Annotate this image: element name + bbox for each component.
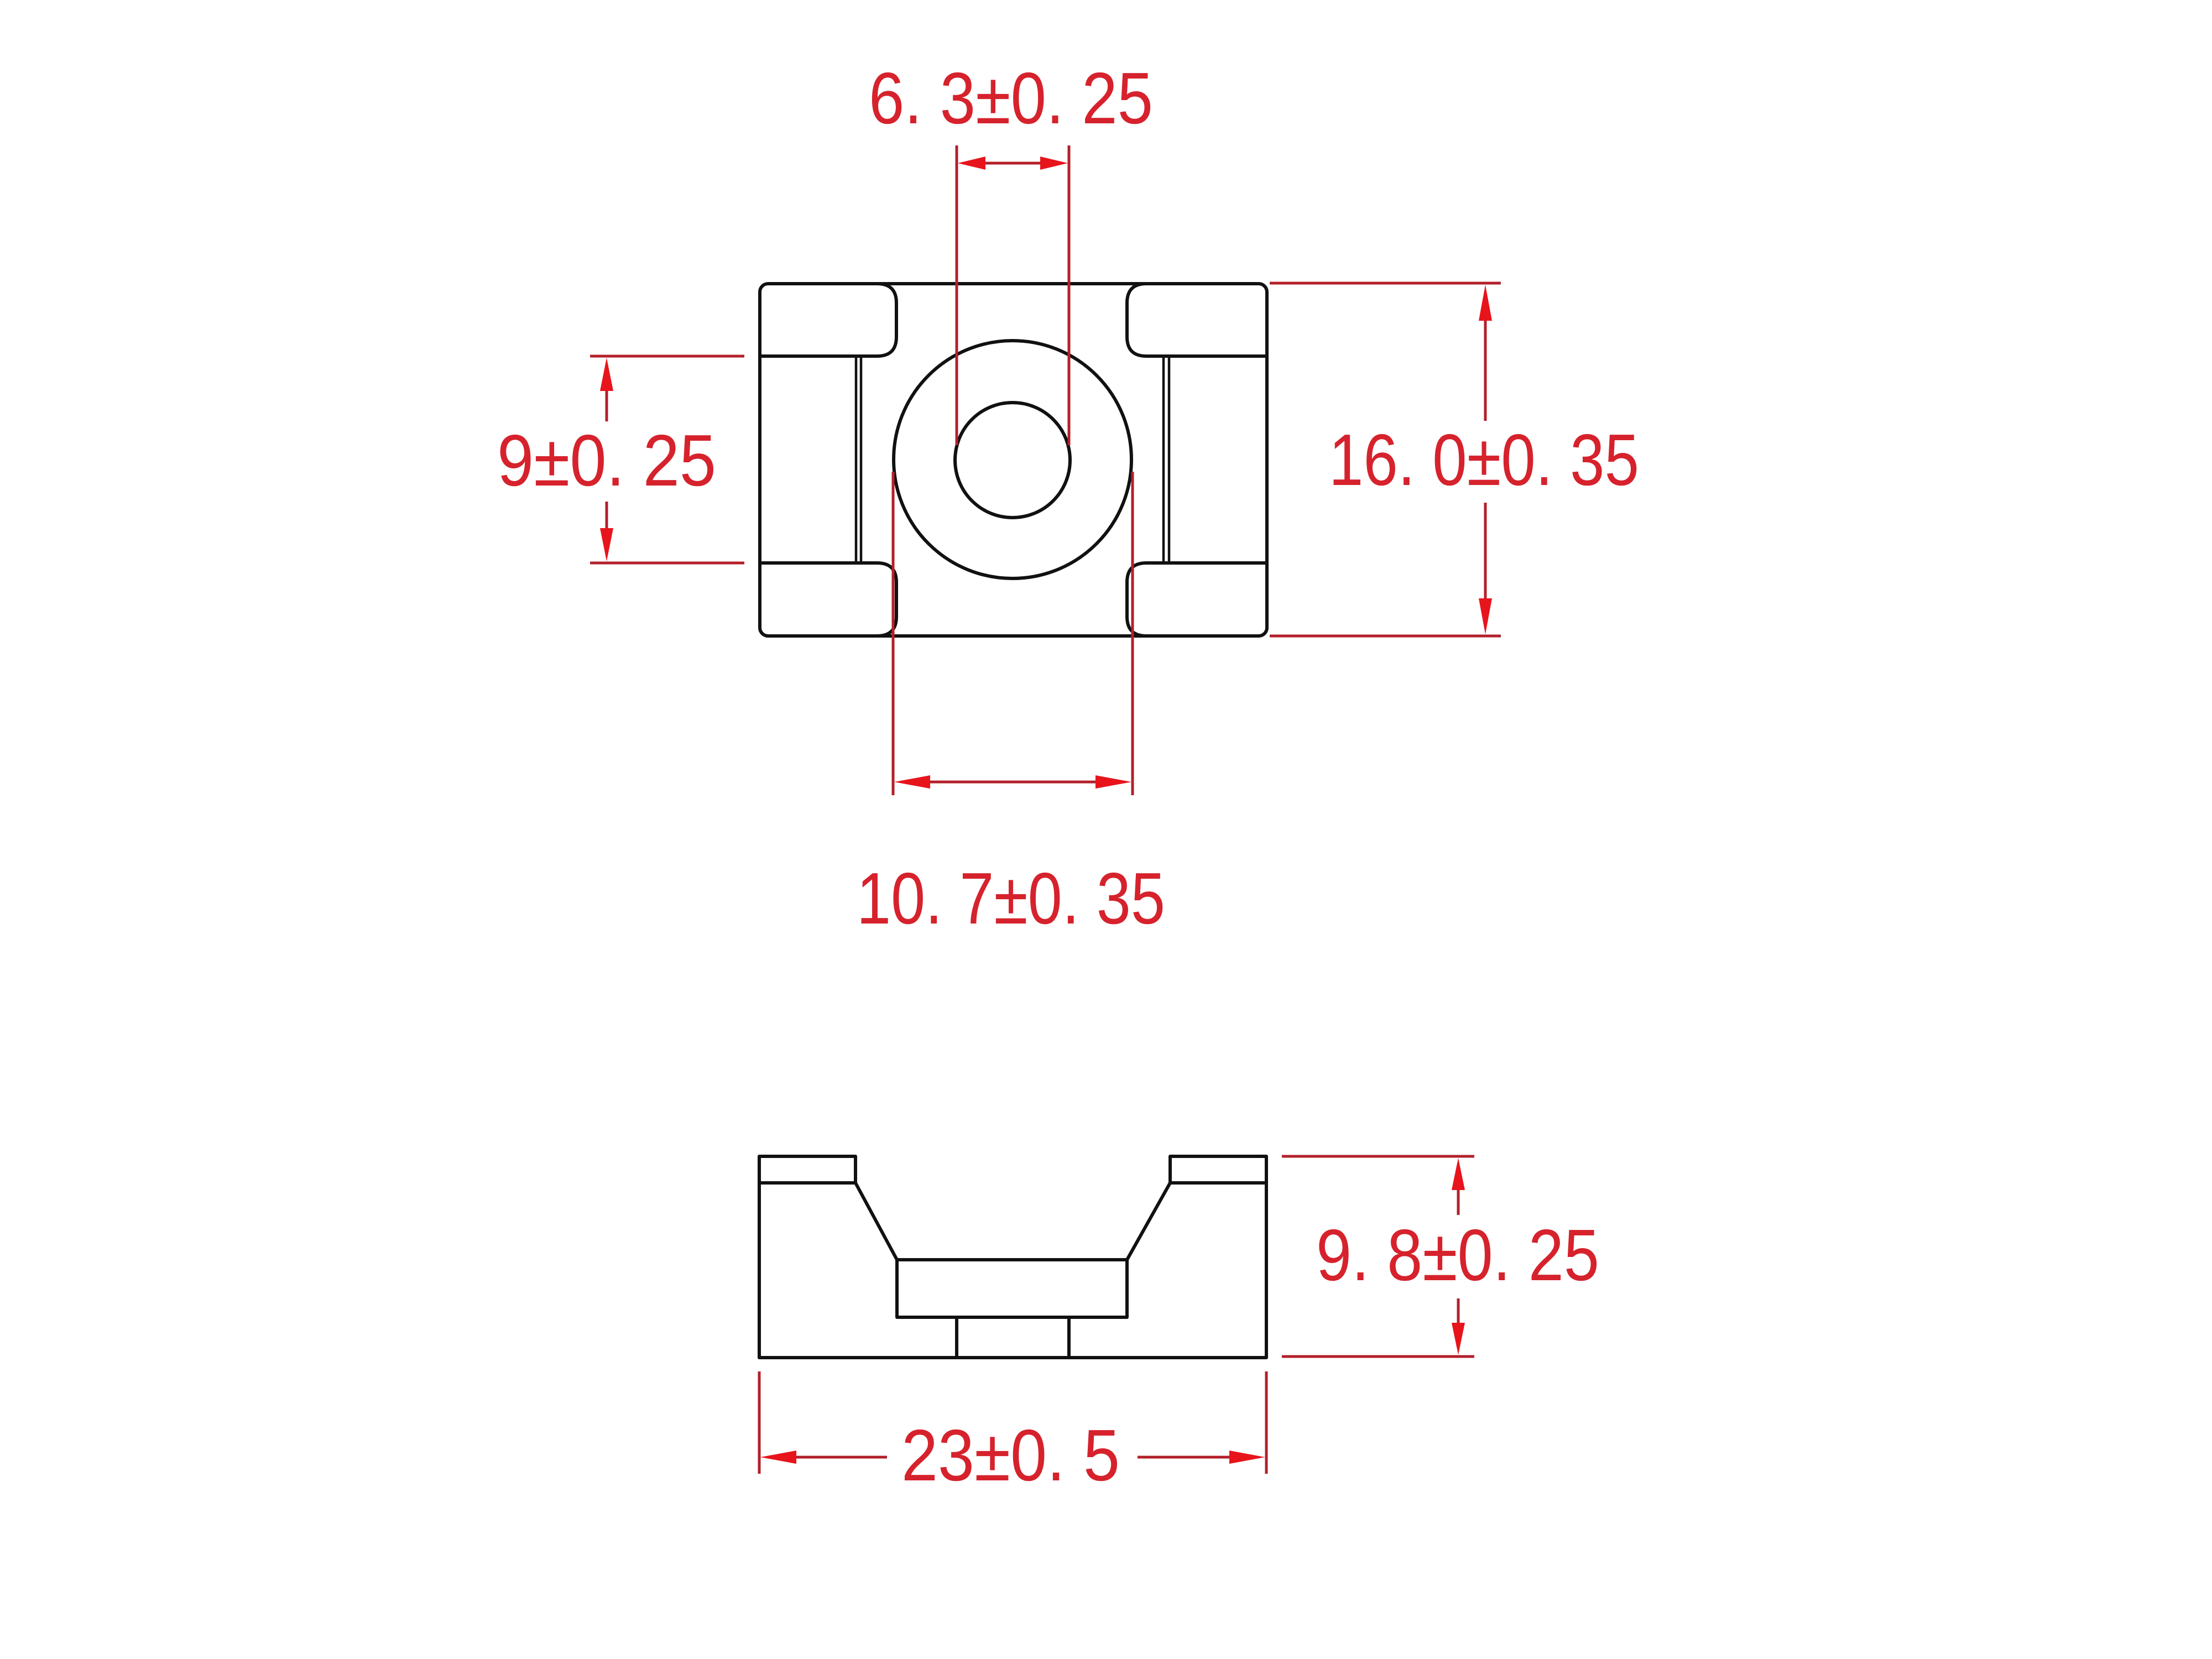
arrow-down-icon <box>1452 1323 1465 1355</box>
arrow-left-icon <box>894 775 930 789</box>
dimension-slot-width: 9±0. 25 <box>497 354 744 565</box>
arrow-down-icon <box>1479 598 1492 634</box>
arrow-up-icon <box>1479 285 1492 321</box>
boss-circle <box>892 339 1133 580</box>
arrow-right-icon <box>1040 156 1068 170</box>
arrow-up-icon <box>1452 1158 1465 1190</box>
dimension-height: 9. 8±0. 25 <box>1282 1155 1599 1358</box>
dimension-label-boss-diameter: 10. 7±0. 35 <box>857 858 1165 939</box>
top-left-pad <box>758 282 898 358</box>
dimension-hole-width: 6. 3±0. 25 <box>869 58 1153 445</box>
dimension-label-slot-width: 9±0. 25 <box>497 420 716 501</box>
arrow-up-icon <box>600 358 613 391</box>
dimension-label-length: 23±0. 5 <box>901 1415 1120 1496</box>
hole-circle <box>953 401 1072 519</box>
dimension-length: 23±0. 5 <box>758 1371 1268 1496</box>
dimension-label-height: 9. 8±0. 25 <box>1316 1214 1599 1296</box>
inner-block <box>895 1258 1129 1319</box>
dimension-boss-diameter: 10. 7±0. 35 <box>857 472 1165 939</box>
side-view-outline <box>758 1155 1268 1359</box>
top-right-pad <box>1125 282 1269 358</box>
top-view <box>758 282 1269 638</box>
bottom-left-pad <box>758 561 898 638</box>
bottom-right-pad <box>1125 561 1269 638</box>
top-view-body-outline <box>758 282 1269 638</box>
dimension-label-hole-width: 6. 3±0. 25 <box>869 58 1153 139</box>
dimension-label-body-depth: 16. 0±0. 35 <box>1329 419 1639 500</box>
arrow-down-icon <box>600 528 613 561</box>
arrow-left-icon <box>760 1451 796 1464</box>
side-view <box>758 1155 1268 1359</box>
dimension-body-depth: 16. 0±0. 35 <box>1270 281 1639 638</box>
arrow-left-icon <box>958 156 985 170</box>
arrow-right-icon <box>1229 1451 1265 1464</box>
arrow-right-icon <box>1095 775 1131 789</box>
